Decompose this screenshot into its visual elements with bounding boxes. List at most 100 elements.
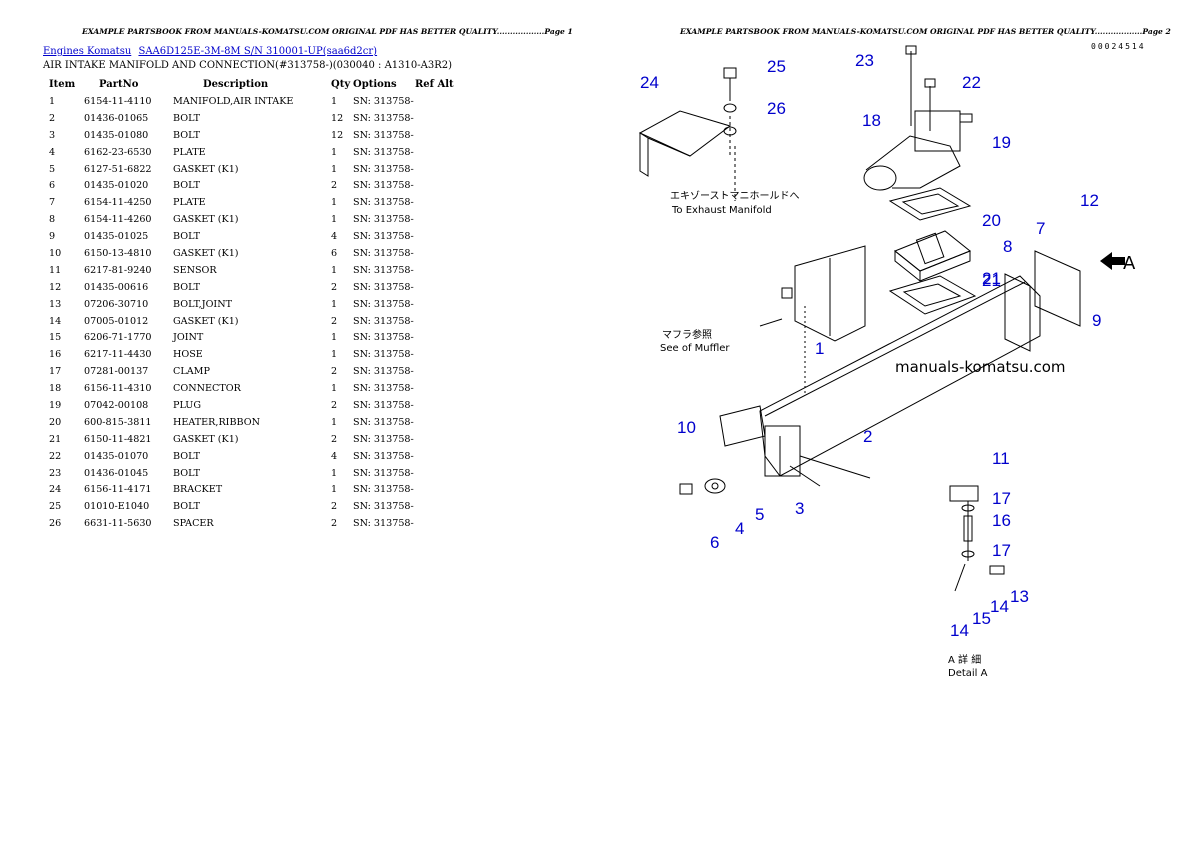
cell-qty: 6 bbox=[331, 247, 338, 259]
callout-13: 13 bbox=[1010, 587, 1029, 606]
cell-options: SN: 313758- bbox=[353, 518, 414, 530]
cell-partno: 01435-01025 bbox=[84, 231, 149, 243]
parts-diagram: エキゾーストマニホールドへ To Exhaust Manifold マフラ参照 … bbox=[638, 45, 1136, 679]
cell-qty: 2 bbox=[331, 180, 338, 192]
cell-partno: 6206-71-1770 bbox=[84, 332, 152, 344]
page-subtitle: AIR INTAKE MANIFOLD AND CONNECTION(#3137… bbox=[43, 60, 453, 71]
cell-refalt bbox=[415, 211, 475, 228]
cell-options: SN: 313758- bbox=[353, 399, 414, 411]
cell-refalt bbox=[415, 363, 475, 380]
cell-refalt bbox=[415, 93, 475, 110]
cell-qty: 2 bbox=[331, 399, 338, 411]
cell-refalt bbox=[415, 448, 475, 465]
breadcrumb-link-model[interactable]: SAA6D125E-3M-8M S/N 310001-UP(saa6d2cr) bbox=[138, 46, 378, 57]
cell-partno: 6156-11-4171 bbox=[84, 484, 152, 496]
cell-partno: 07281-00137 bbox=[84, 366, 149, 378]
breadcrumb: Engines Komatsu SAA6D125E-3M-8M S/N 3100… bbox=[43, 46, 377, 57]
gasket-8 bbox=[1004, 273, 1031, 352]
cell-refalt bbox=[415, 414, 475, 431]
col-header-refalt: Ref Alt bbox=[415, 79, 454, 90]
cell-refalt bbox=[415, 161, 475, 178]
cell-options: SN: 313758- bbox=[353, 383, 414, 395]
callout-3: 3 bbox=[795, 499, 804, 518]
cell-item: 12 bbox=[49, 281, 62, 293]
gasket-21-bottom bbox=[888, 275, 977, 315]
cell-options: SN: 313758- bbox=[353, 416, 414, 428]
plug-19 bbox=[959, 113, 973, 123]
cell-qty: 1 bbox=[331, 416, 338, 428]
table-header-row: Item PartNo Description Qty Options Ref … bbox=[43, 76, 475, 93]
breadcrumb-link-engines[interactable]: Engines Komatsu bbox=[43, 46, 132, 57]
cell-qty: 12 bbox=[331, 129, 344, 141]
cell-refalt bbox=[415, 194, 475, 211]
cell-description: BOLT bbox=[173, 501, 201, 513]
callout-26: 26 bbox=[767, 99, 786, 118]
cell-description: CONNECTOR bbox=[173, 383, 241, 395]
cell-refalt bbox=[415, 110, 475, 127]
detail-jp-label: A 詳 細 bbox=[948, 653, 981, 666]
cell-options: SN: 313758- bbox=[353, 146, 414, 158]
bolt-joint-13 bbox=[989, 565, 1005, 575]
cell-qty: 2 bbox=[331, 315, 338, 327]
cell-description: GASKET (K1) bbox=[173, 433, 239, 445]
cell-partno: 6150-11-4821 bbox=[84, 433, 152, 445]
cell-qty: 1 bbox=[331, 197, 338, 209]
cell-description: JOINT bbox=[173, 332, 204, 344]
heater-20 bbox=[894, 230, 971, 283]
cell-item: 1 bbox=[49, 95, 56, 107]
cell-partno: 6162-23-6530 bbox=[84, 146, 152, 158]
cell-options: SN: 313758- bbox=[353, 349, 414, 361]
cell-item: 5 bbox=[49, 163, 56, 175]
col-header-qty: Qty bbox=[331, 79, 351, 90]
bracket-24 bbox=[638, 110, 732, 177]
plate-4 bbox=[704, 478, 726, 494]
gasket-10 bbox=[719, 405, 766, 447]
cell-options: SN: 313758- bbox=[353, 129, 414, 141]
callout-1: 1 bbox=[815, 339, 824, 358]
cell-qty: 2 bbox=[331, 518, 338, 530]
cell-refalt bbox=[415, 515, 475, 532]
cell-options: SN: 313758- bbox=[353, 467, 414, 479]
cell-qty: 1 bbox=[331, 298, 338, 310]
cell-qty: 1 bbox=[331, 467, 338, 479]
cell-item: 18 bbox=[49, 383, 62, 395]
cell-item: 25 bbox=[49, 501, 62, 513]
bolt-2 bbox=[799, 455, 871, 479]
cell-description: MANIFOLD,AIR INTAKE bbox=[173, 95, 294, 107]
cell-description: BRACKET bbox=[173, 484, 223, 496]
callout-12: 12 bbox=[1080, 191, 1099, 210]
callout-15: 15 bbox=[972, 609, 991, 628]
cell-partno: 01436-01065 bbox=[84, 112, 149, 124]
callout-17: 17 bbox=[992, 541, 1011, 560]
cell-qty: 2 bbox=[331, 433, 338, 445]
plate-7 bbox=[1034, 250, 1081, 327]
callout-22: 22 bbox=[962, 73, 981, 92]
col-header-partno: PartNo bbox=[99, 79, 139, 90]
arrow-a-label: A bbox=[1123, 253, 1136, 274]
callout-21: 21 bbox=[982, 271, 1001, 290]
bolt-25 bbox=[723, 67, 737, 156]
gasket-21-top bbox=[888, 187, 972, 221]
cell-options: SN: 313758- bbox=[353, 180, 414, 192]
cell-qty: 12 bbox=[331, 112, 344, 124]
cell-partno: 6150-13-4810 bbox=[84, 247, 152, 259]
cell-qty: 2 bbox=[331, 501, 338, 513]
cell-refalt bbox=[415, 431, 475, 448]
cell-options: SN: 313758- bbox=[353, 315, 414, 327]
cell-options: SN: 313758- bbox=[353, 433, 414, 445]
cell-partno: 6217-11-4430 bbox=[84, 349, 152, 361]
en-exhaust-label: To Exhaust Manifold bbox=[671, 205, 772, 216]
cell-options: SN: 313758- bbox=[353, 501, 414, 513]
cell-description: PLUG bbox=[173, 399, 202, 411]
callout-16: 16 bbox=[992, 511, 1011, 530]
